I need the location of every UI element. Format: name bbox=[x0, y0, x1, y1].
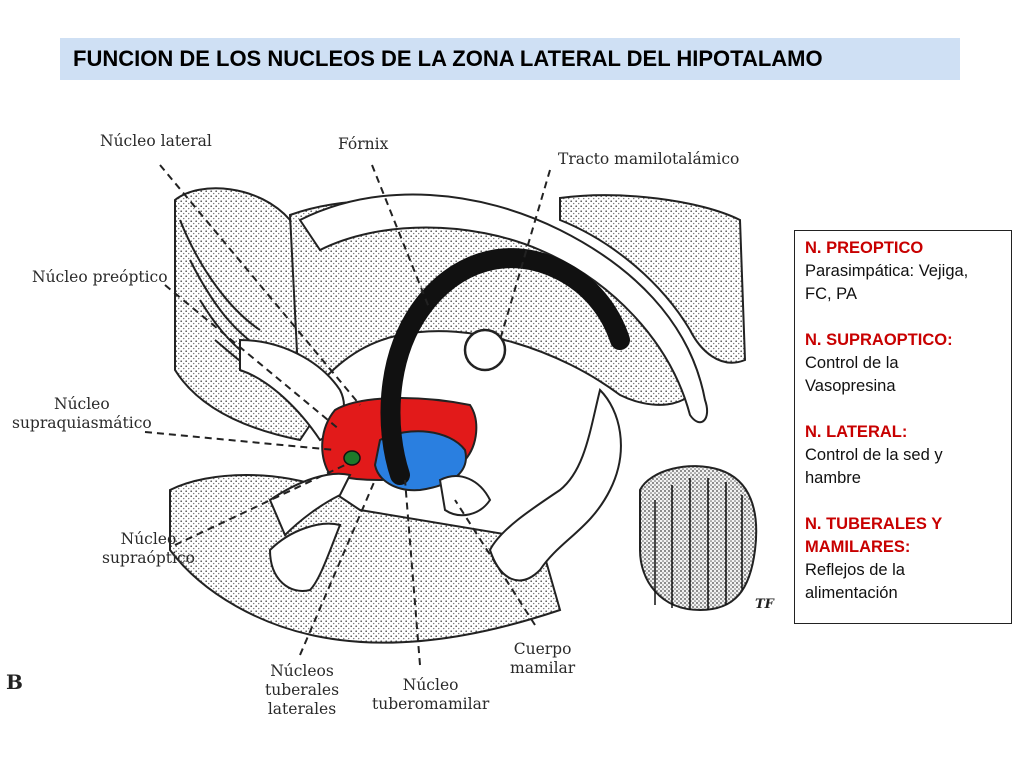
supraoptic-spot-green bbox=[343, 450, 361, 466]
section-text: Vasopresina bbox=[805, 377, 896, 395]
label-nucleo-supraoptico: Núcleo supraóptico bbox=[102, 530, 195, 567]
cerebellum bbox=[639, 465, 758, 612]
leader-lines bbox=[144, 164, 551, 666]
title-banner: FUNCION DE LOS NUCLEOS DE LA ZONA LATERA… bbox=[60, 38, 960, 80]
section-heading-cont: MAMILARES: bbox=[805, 538, 911, 556]
nuclei-function-panel: N. PREOPTICO Parasimpática: Vejiga, FC, … bbox=[794, 230, 1012, 624]
optic-chiasm bbox=[268, 472, 352, 537]
section-heading: N. LATERAL: bbox=[805, 423, 908, 441]
section-text: hambre bbox=[805, 469, 861, 487]
section-text: Control de la bbox=[805, 354, 899, 372]
panel-section-tuberales: N. TUBERALES Y MAMILARES: Reflejos de la… bbox=[805, 513, 1003, 605]
section-text: alimentación bbox=[805, 584, 898, 602]
panel-section-supraoptico: N. SUPRAOPTICO: Control de la Vasopresin… bbox=[805, 329, 1003, 398]
section-text: Reflejos de la bbox=[805, 561, 905, 579]
infundibulum bbox=[268, 522, 342, 592]
label-nucleo-tuberomamilar: Núcleo tuberomamilar bbox=[372, 676, 490, 713]
section-heading: N. SUPRAOPTICO: bbox=[805, 331, 953, 349]
section-text: FC, PA bbox=[805, 285, 857, 303]
anterior-commissure bbox=[463, 328, 507, 372]
label-nucleo-lateral: Núcleo lateral bbox=[100, 132, 212, 150]
section-text: Control de la sed y bbox=[805, 446, 943, 464]
mamillary-body bbox=[438, 475, 492, 517]
corpus-callosum bbox=[298, 193, 709, 424]
label-nucleo-supraquiasmatico: Núcleo supraquiasmático bbox=[12, 395, 152, 432]
figure-letter: B bbox=[6, 670, 23, 694]
label-tracto-mamilotalamico: Tracto mamilotalámico bbox=[558, 150, 740, 168]
section-text: Parasimpática: Vejiga, bbox=[805, 262, 969, 280]
label-nucleos-tuberales-laterales: Núcleos tuberales laterales bbox=[265, 662, 340, 718]
fornix-tract bbox=[380, 248, 630, 485]
label-cuerpo-mamilar: Cuerpo mamilar bbox=[510, 640, 576, 677]
label-fornix: Fórnix bbox=[338, 135, 389, 153]
panel-section-lateral: N. LATERAL: Control de la sed y hambre bbox=[805, 421, 1003, 490]
section-heading: N. PREOPTICO bbox=[805, 239, 924, 257]
hypothalamus-diagram bbox=[144, 164, 758, 666]
brainstem-channel bbox=[488, 388, 622, 582]
upper-right-cortex bbox=[559, 194, 747, 364]
panel-section-preoptico: N. PREOPTICO Parasimpática: Vejiga, FC, … bbox=[805, 237, 1003, 306]
gyri-folds bbox=[179, 219, 321, 411]
section-heading: N. TUBERALES Y bbox=[805, 515, 943, 533]
brain-tissue-lower bbox=[169, 474, 562, 644]
page-title: FUNCION DE LOS NUCLEOS DE LA ZONA LATERA… bbox=[73, 46, 823, 71]
label-nucleo-preoptico: Núcleo preóptico bbox=[32, 268, 168, 286]
artist-signature: TF bbox=[755, 597, 774, 612]
